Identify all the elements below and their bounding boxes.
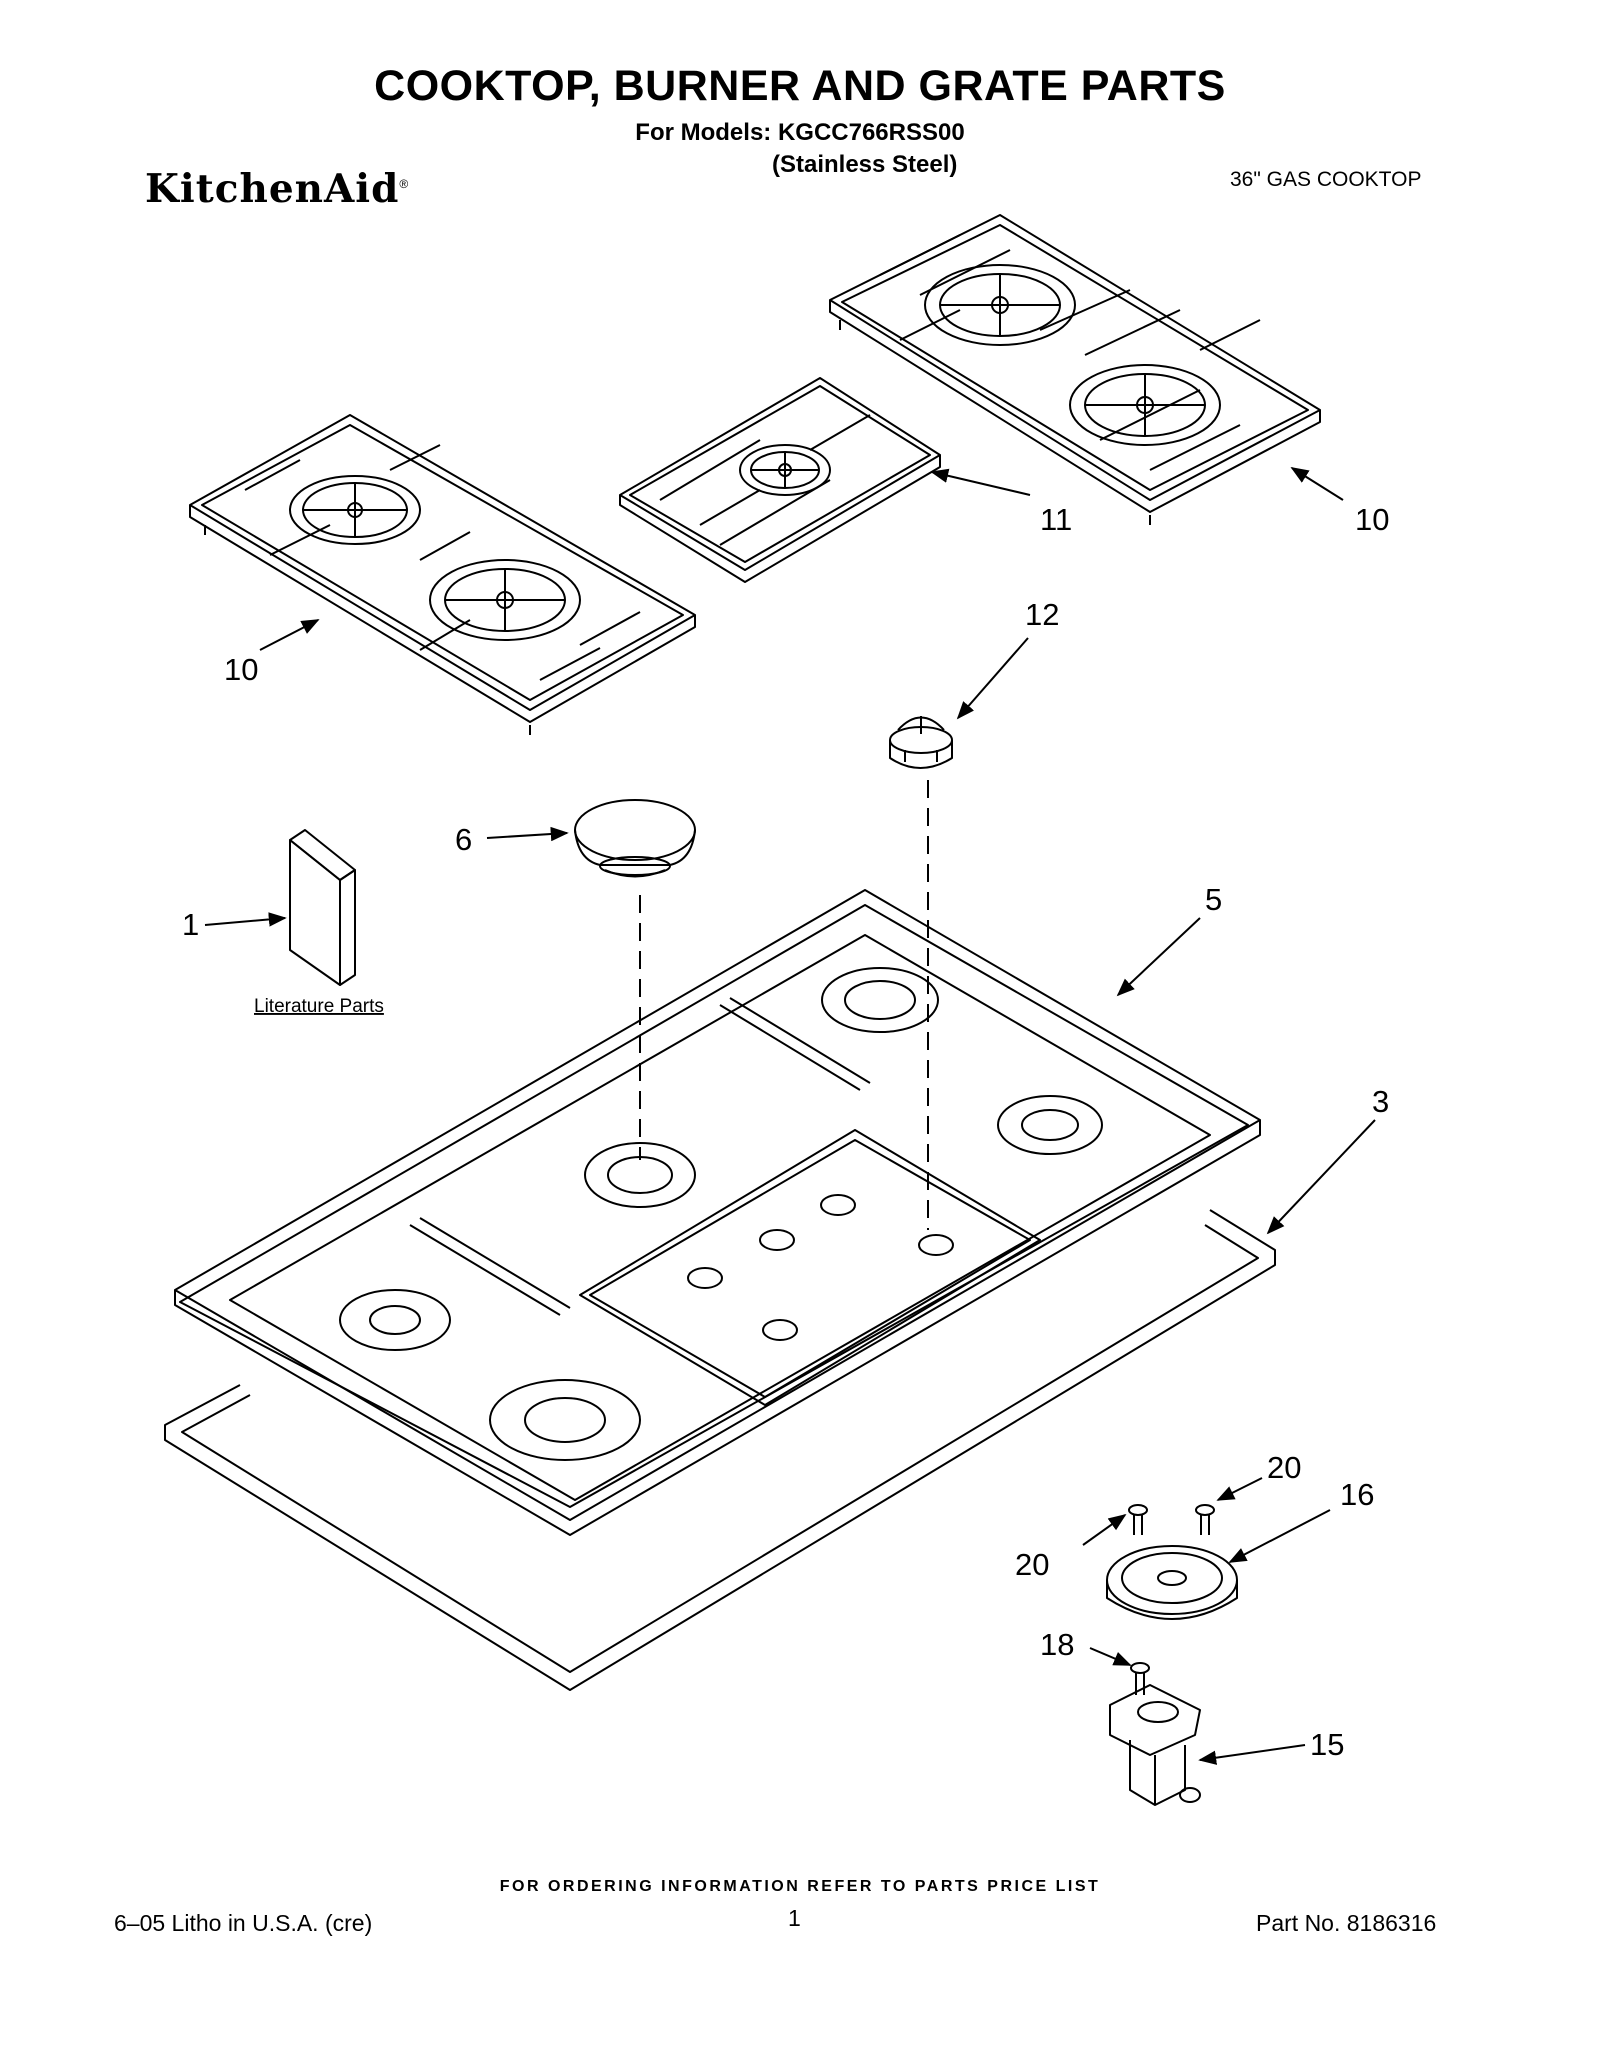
- control-knob: [889, 716, 953, 769]
- part-number: Part No. 8186316: [1256, 1910, 1437, 1936]
- leader-screw-lower: [1089, 1647, 1132, 1666]
- model-number: For Models: KGCC766RSS00: [635, 119, 965, 146]
- leader-grate-left: [259, 619, 320, 651]
- callout-cooktop: 5: [1205, 882, 1222, 917]
- leader-gasket: [1266, 1119, 1376, 1235]
- callout-valve: 15: [1310, 1727, 1344, 1762]
- callout-grate-left: 10: [224, 652, 258, 687]
- leader-knob: [956, 637, 1029, 720]
- callout-literature: 1: [182, 907, 199, 942]
- callout-gasket: 3: [1372, 1084, 1389, 1119]
- grate-right: [829, 214, 1321, 525]
- cooktop-main-top: [174, 889, 1261, 1536]
- ordering-note: FOR ORDERING INFORMATION REFER TO PARTS …: [499, 1878, 1101, 1895]
- brand-logo: KitchenAid®: [145, 166, 409, 212]
- grate-left: [189, 414, 696, 735]
- leader-screw-upper: [1216, 1477, 1263, 1501]
- registered-mark: ®: [399, 177, 410, 191]
- litho-info: 6–05 Litho in U.S.A. (cre): [114, 1910, 373, 1936]
- grate-center: [619, 377, 941, 583]
- callout-screw-lower: 18: [1040, 1627, 1074, 1662]
- literature-parts-booklet: [289, 829, 356, 986]
- callout-knob: 12: [1025, 597, 1059, 632]
- page-number: 1: [788, 1905, 801, 1931]
- burner-valve: [1109, 1684, 1201, 1806]
- model-variant: (Stainless Steel): [772, 151, 958, 178]
- screw-left: [1128, 1504, 1148, 1535]
- cooktop-gasket: [164, 1209, 1276, 1691]
- leader-literature: [204, 912, 287, 927]
- page-title: COOKTOP, BURNER AND GRATE PARTS: [374, 62, 1226, 110]
- callout-screw-upper: 20: [1267, 1450, 1301, 1485]
- leader-burner-base: [1228, 1509, 1331, 1563]
- leader-burner-cap: [486, 826, 569, 842]
- brand-name: KitchenAid: [145, 166, 400, 212]
- callout-burner-cap: 6: [455, 822, 472, 857]
- leader-valve: [1198, 1744, 1306, 1765]
- leader-grate-right: [1290, 467, 1344, 501]
- screw-upper: [1195, 1504, 1215, 1535]
- leader-cooktop: [1116, 917, 1201, 997]
- product-type: 36" GAS COOKTOP: [1230, 168, 1422, 191]
- leader-grate-center: [930, 468, 1031, 496]
- callout-burner-base: 16: [1340, 1477, 1374, 1512]
- callout-grate-center: 11: [1040, 502, 1072, 537]
- burner-base: [1106, 1545, 1238, 1620]
- callout-grate-right: 10: [1355, 502, 1389, 537]
- burner-cap: [574, 799, 696, 878]
- callout-screw-left: 20: [1015, 1547, 1049, 1582]
- literature-parts-label: Literature Parts: [254, 996, 384, 1017]
- leader-screw-left: [1082, 1513, 1127, 1546]
